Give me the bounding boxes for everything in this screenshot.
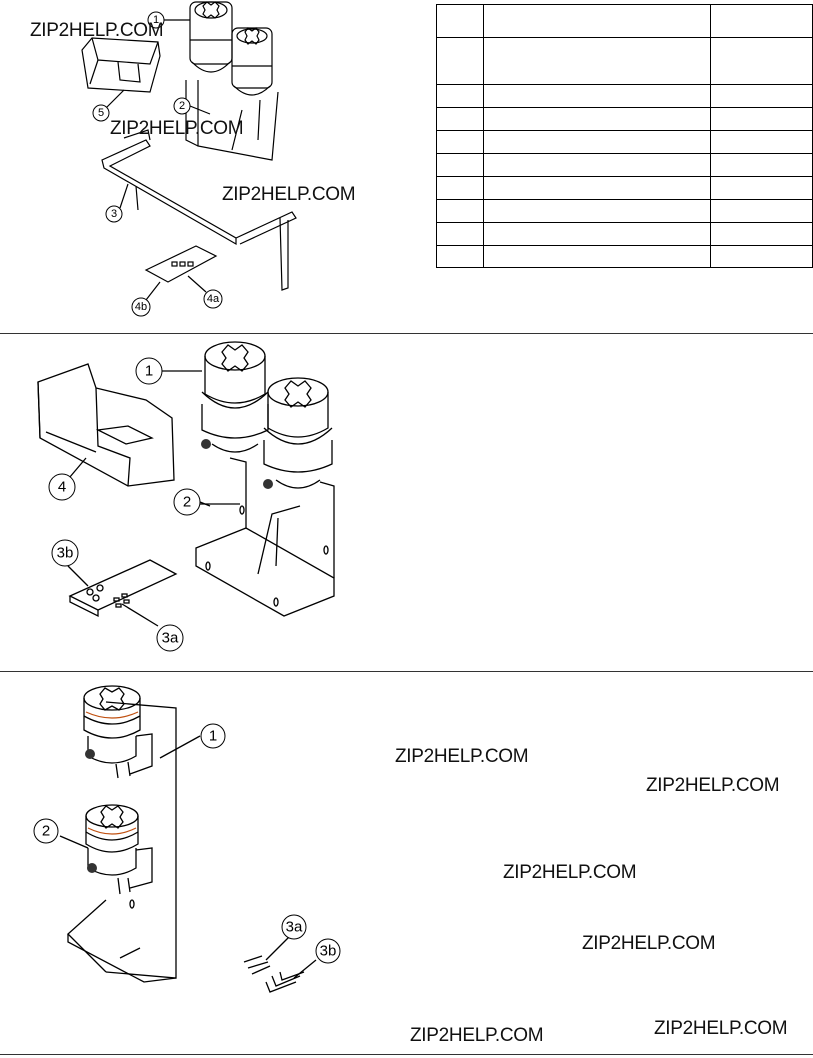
table-row — [436, 199, 813, 223]
callout-3b: 3b — [57, 545, 74, 562]
table-cell — [436, 84, 484, 108]
assembly-diagram-3: 1 2 3a 3b — [33, 685, 341, 993]
watermark: ZIP2HELP.COM — [582, 933, 716, 954]
table-header-cell — [483, 4, 711, 38]
callout-circle — [92, 104, 110, 122]
callout-3b: 3b — [320, 943, 337, 960]
watermark: ZIP2HELP.COM — [503, 862, 637, 883]
section-divider-3 — [0, 1054, 813, 1055]
callout-3: 3 — [111, 208, 117, 220]
watermark: ZIP2HELP.COM — [654, 1018, 788, 1039]
callout-3a: 3a — [162, 630, 179, 647]
callout-circle — [315, 938, 341, 964]
callout-circle — [173, 488, 201, 516]
section-divider-2 — [0, 671, 813, 672]
callout-4a: 4a — [207, 293, 220, 305]
table-cell — [710, 245, 813, 268]
table-cell — [436, 222, 484, 246]
section-divider-1 — [0, 333, 813, 334]
callout-circle — [51, 539, 79, 567]
callout-2: 2 — [179, 100, 185, 112]
table-row — [436, 37, 813, 85]
callout-circle — [281, 914, 307, 940]
callout-circle — [147, 11, 165, 29]
table-cell — [436, 199, 484, 223]
callout-circle — [33, 818, 59, 844]
table-cell — [483, 37, 711, 85]
callout-circle — [135, 357, 163, 385]
watermark: ZIP2HELP.COM — [110, 118, 244, 139]
callout-2: 2 — [183, 494, 191, 511]
table-cell — [483, 153, 711, 177]
callout-3a: 3a — [286, 919, 303, 936]
callout-circle — [200, 723, 226, 749]
exploded-diagram-1: 1 2 3 5 4a 4b — [81, 1, 297, 317]
parts-table — [436, 4, 813, 268]
table-cell — [483, 130, 711, 154]
table-row — [436, 84, 813, 108]
table-cell — [483, 84, 711, 108]
watermark: ZIP2HELP.COM — [30, 20, 164, 41]
callout-5: 5 — [98, 107, 104, 119]
watermark: ZIP2HELP.COM — [646, 775, 780, 796]
watermark: ZIP2HELP.COM — [222, 184, 356, 205]
callout-circle — [48, 473, 76, 501]
table-cell — [710, 37, 813, 85]
callout-1: 1 — [153, 14, 159, 26]
callout-circle — [156, 624, 184, 652]
watermark: ZIP2HELP.COM — [395, 746, 529, 767]
drawing-lines — [81, 1, 297, 301]
watermark: ZIP2HELP.COM — [410, 1025, 544, 1046]
table-cell — [710, 84, 813, 108]
callout-1: 1 — [145, 363, 153, 380]
callout-4: 4 — [58, 479, 66, 496]
table-cell — [710, 130, 813, 154]
table-row — [436, 130, 813, 154]
assembly-diagram-2: 1 2 4 3b 3a — [37, 341, 335, 652]
table-cell — [436, 107, 484, 131]
table-cell — [710, 222, 813, 246]
table-row — [436, 222, 813, 246]
table-cell — [710, 153, 813, 177]
callout-2: 2 — [42, 823, 50, 840]
table-cell — [436, 37, 484, 85]
table-cell — [710, 199, 813, 223]
table-row — [436, 245, 813, 268]
callout-circle — [131, 297, 151, 317]
callout-4b: 4b — [135, 301, 147, 313]
callout-1: 1 — [209, 728, 217, 745]
callout-circle — [105, 205, 123, 223]
table-row — [436, 153, 813, 177]
callout-circle — [173, 97, 191, 115]
callout-circle — [203, 289, 223, 309]
